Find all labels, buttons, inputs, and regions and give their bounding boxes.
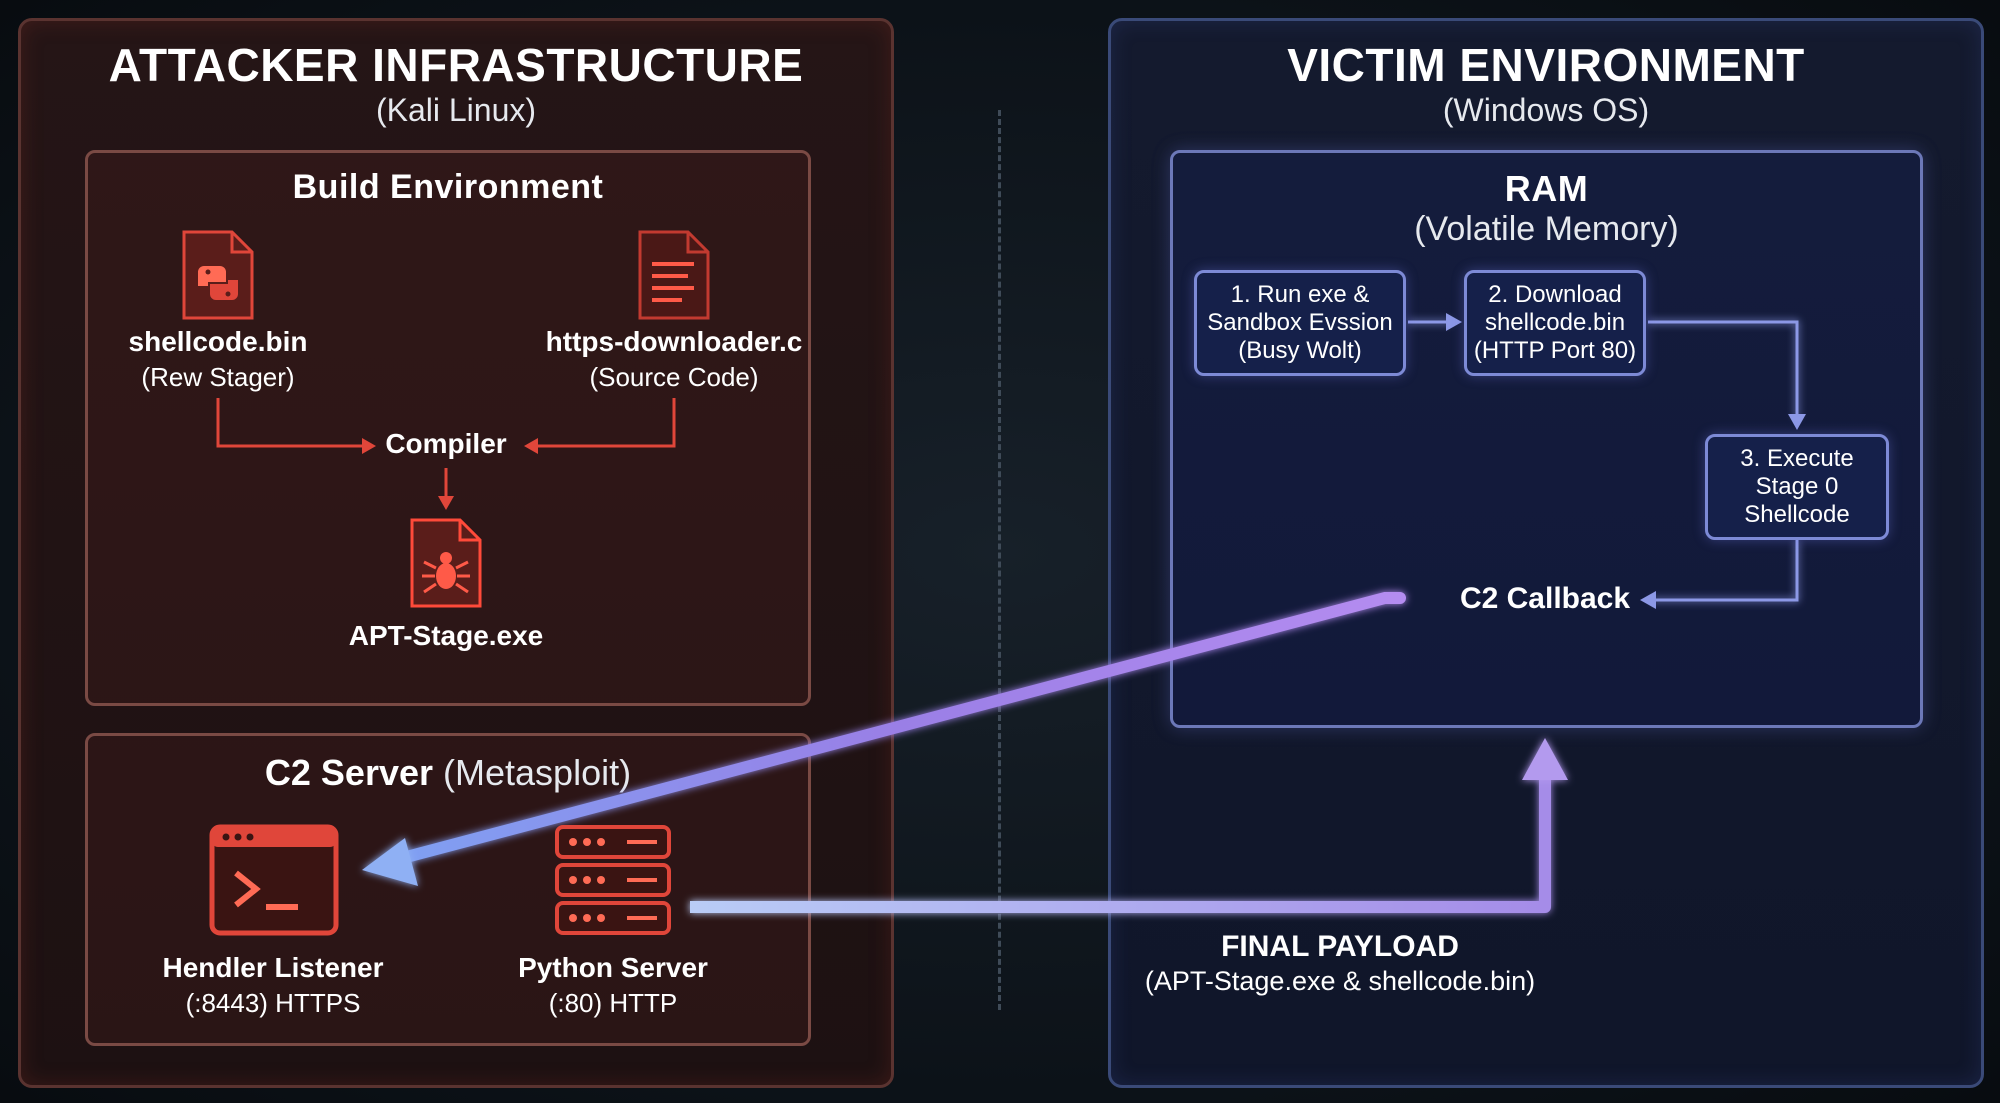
c2-server-title-sub: (Metasploit): [443, 752, 632, 793]
step-3-line-3: Shellcode: [1744, 501, 1850, 528]
c-source-file-icon: [636, 228, 712, 322]
arrowhead-shellcode-to-compiler: [362, 438, 376, 454]
victim-subtitle: (Windows OS): [1442, 92, 1650, 128]
step-1-line-3: (Busy Wolt): [1238, 337, 1362, 364]
downloader-filename: https-downloader.c: [545, 326, 803, 357]
python-server-port: (:80) HTTP: [548, 988, 678, 1018]
arrowhead-step2-to-step3: [1788, 414, 1806, 430]
arrowhead-step3-to-callback: [1640, 591, 1656, 609]
step-3-line-2: Stage 0: [1755, 473, 1839, 500]
final-payload-description: (APT-Stage.exe & shellcode.bin): [1144, 966, 1536, 996]
python-file-icon: [180, 228, 256, 322]
final-payload-arrow: [690, 738, 1568, 913]
python-server-name: Python Server: [518, 952, 708, 983]
step-1-line-2: Sandbox Evssion: [1207, 309, 1393, 336]
listener-port: (:8443) HTTPS: [185, 988, 361, 1018]
ram-title: RAM: [1504, 168, 1589, 209]
server-rack-icon: [553, 823, 673, 937]
shellcode-filename: shellcode.bin: [128, 326, 308, 357]
arrowhead-compiler-to-exe: [438, 496, 454, 510]
step-3-box: 3. Execute Stage 0 Shellcode: [1705, 434, 1889, 540]
c2-server-title: C2 Server (Metasploit): [85, 752, 811, 794]
step-2-box: 2. Download shellcode.bin (HTTP Port 80): [1464, 270, 1646, 376]
build-environment-title: Build Environment: [292, 168, 604, 206]
compiler-connectors: [216, 398, 676, 500]
step-3-line-1: 3. Execute: [1740, 445, 1854, 472]
attacker-title: ATTACKER INFRASTRUCTURE: [108, 39, 804, 91]
shellcode-description: (Rew Stager): [141, 362, 295, 392]
step-2-line-3: (HTTP Port 80): [1473, 337, 1637, 364]
step-1-line-1: 1. Run exe &: [1230, 281, 1370, 308]
c2-callback-label: C2 Callback: [1459, 582, 1631, 615]
step-1-box: 1. Run exe & Sandbox Evssion (Busy Wolt): [1194, 270, 1406, 376]
apt-stage-exe-label: APT-Stage.exe: [348, 620, 544, 651]
step-2-line-2: shellcode.bin: [1484, 309, 1626, 336]
victim-title: VICTIM ENVIRONMENT: [1287, 39, 1805, 91]
c2-server-title-main: C2 Server: [264, 752, 434, 793]
ram-subtitle: (Volatile Memory): [1414, 210, 1679, 248]
arrowhead-step1-to-step2: [1446, 313, 1462, 331]
step-2-line-1: 2. Download: [1488, 281, 1622, 308]
attacker-subtitle: (Kali Linux): [375, 92, 537, 128]
listener-name: Hendler Listener: [162, 952, 384, 983]
arrowhead-source-to-compiler: [524, 438, 538, 454]
c2-callback-arrow: [362, 592, 1406, 886]
final-payload-title: FINAL PAYLOAD: [1221, 930, 1459, 963]
downloader-description: (Source Code): [589, 362, 759, 392]
malware-exe-icon: [408, 516, 484, 610]
network-divider: [998, 110, 1001, 1010]
terminal-icon: [208, 823, 340, 937]
compiler-label: Compiler: [385, 428, 507, 459]
